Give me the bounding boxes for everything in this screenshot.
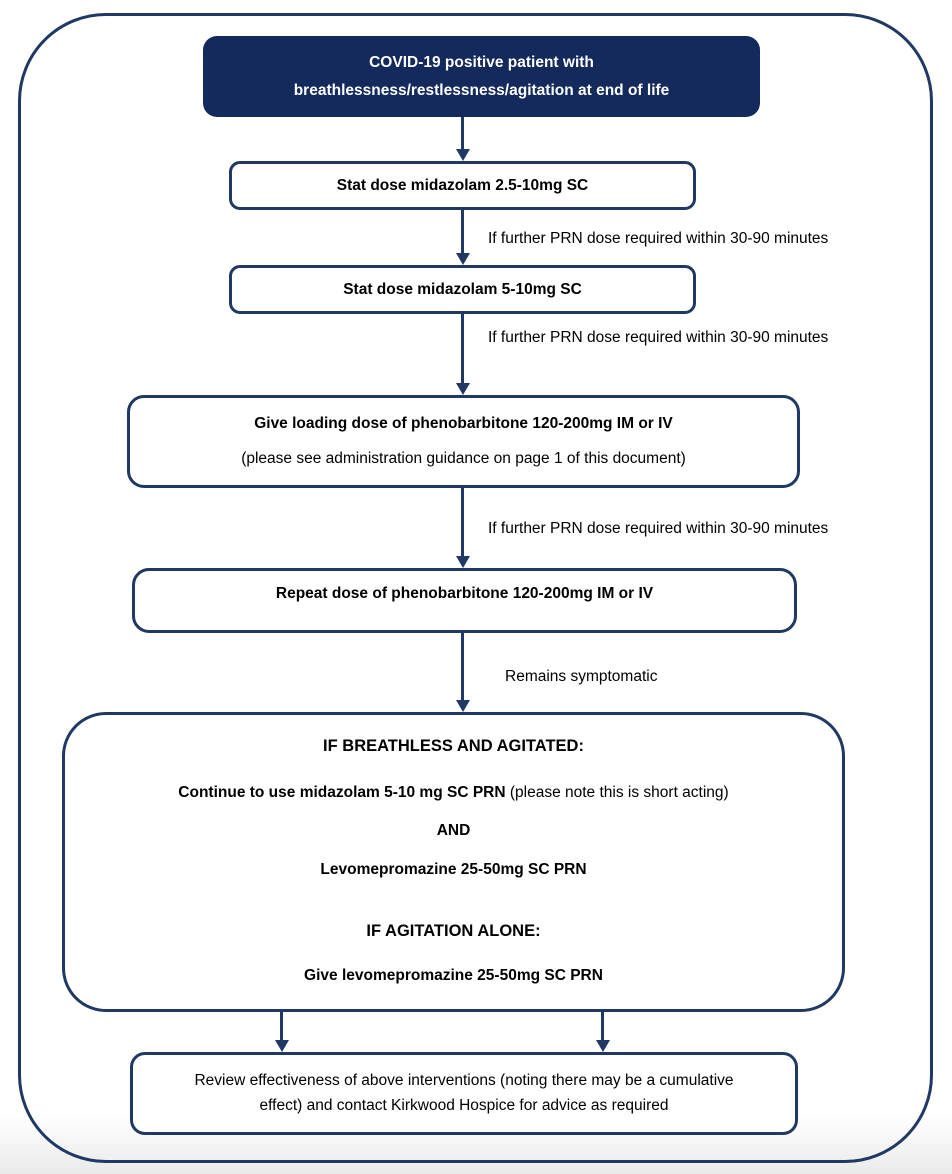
flow-arrow-2 <box>455 209 470 265</box>
decision-line-midazolam-bold: Continue to use midazolam 5-10 mg SC PRN <box>178 784 506 801</box>
start-node-line2: breathlessness/restlessness/agitation at… <box>293 81 670 99</box>
start-node-line1: COVID-19 positive patient with <box>369 53 594 71</box>
step-midazolam-2-5-10-label: Stat dose midazolam 2.5-10mg SC <box>336 176 589 194</box>
condition-label-4: Remains symptomatic <box>505 668 658 685</box>
flow-arrow-7 <box>595 1012 610 1052</box>
condition-label-2: If further PRN dose required within 30-9… <box>488 329 829 346</box>
arrow-head-icon <box>455 556 470 568</box>
review-node-line1: Review effectiveness of above interventi… <box>194 1072 734 1090</box>
decision-line-and: AND <box>436 822 471 839</box>
decision-line-give-levomepromazine: Give levomepromazine 25-50mg SC PRN <box>304 967 603 984</box>
step-midazolam-5-10: Stat dose midazolam 5-10mg SC <box>229 265 696 314</box>
flow-arrow-3 <box>455 313 470 395</box>
review-node-line2: effect) and contact Kirkwood Hospice for… <box>259 1096 669 1114</box>
step-phenobarbitone-loading: Give loading dose of phenobarbitone 120-… <box>127 395 800 488</box>
flow-arrow-1 <box>455 117 470 161</box>
arrow-head-icon <box>595 1040 610 1052</box>
arrow-head-icon <box>455 383 470 395</box>
arrow-head-icon <box>274 1040 289 1052</box>
decision-node: IF BREATHLESS AND AGITATED: Continue to … <box>62 712 845 1012</box>
flow-arrow-6 <box>274 1012 289 1052</box>
arrow-head-icon <box>455 700 470 712</box>
page-border-frame <box>18 13 933 1163</box>
decision-line-midazolam-note: (please note this is short acting) <box>505 784 729 801</box>
review-node: Review effectiveness of above interventi… <box>130 1052 798 1135</box>
step-midazolam-2-5-10: Stat dose midazolam 2.5-10mg SC <box>229 161 696 210</box>
decision-heading-agitation-alone: IF AGITATION ALONE: <box>366 922 541 940</box>
flow-arrow-5 <box>455 633 470 712</box>
step-phenobarbitone-repeat: Repeat dose of phenobarbitone 120-200mg … <box>132 568 797 633</box>
decision-line-midazolam: Continue to use midazolam 5-10 mg SC PRN… <box>65 784 842 802</box>
step-midazolam-5-10-label: Stat dose midazolam 5-10mg SC <box>343 280 582 298</box>
step-phenobarbitone-loading-note: (please see administration guidance on p… <box>241 450 686 467</box>
decision-heading-breathless-agitated: IF BREATHLESS AND AGITATED: <box>323 737 584 755</box>
flow-arrow-4 <box>455 488 470 568</box>
step-phenobarbitone-repeat-label: Repeat dose of phenobarbitone 120-200mg … <box>275 584 654 602</box>
start-node: COVID-19 positive patient with breathles… <box>203 36 760 117</box>
condition-label-1: If further PRN dose required within 30-9… <box>488 230 829 247</box>
decision-line-levomepromazine: Levomepromazine 25-50mg SC PRN <box>320 861 587 878</box>
arrow-head-icon <box>455 253 470 265</box>
step-phenobarbitone-loading-label: Give loading dose of phenobarbitone 120-… <box>254 415 673 432</box>
arrow-head-icon <box>455 149 470 161</box>
condition-label-3: If further PRN dose required within 30-9… <box>488 520 829 537</box>
